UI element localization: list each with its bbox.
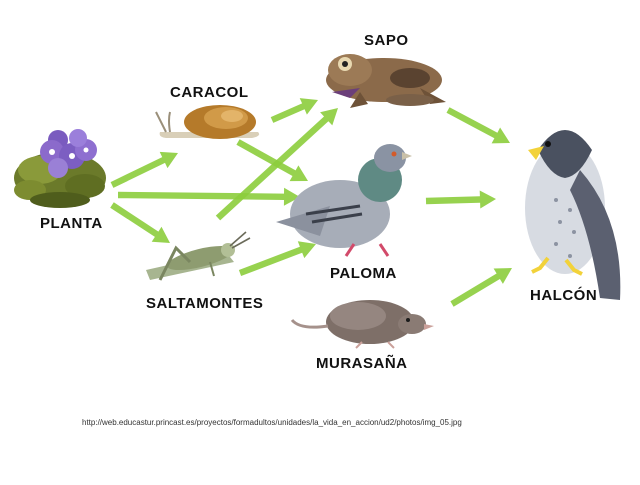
plant-icon: [14, 129, 106, 208]
arrow-caracol-to-paloma: [236, 139, 308, 182]
source-url: http://web.educastur.princast.es/proyect…: [82, 418, 462, 427]
arrow-planta-to-saltamontes: [110, 202, 170, 243]
arrow-sapo-to-halcon: [446, 107, 510, 144]
snail-icon: [155, 105, 260, 139]
arrow-saltamontes-to-paloma: [238, 241, 316, 276]
label-paloma: PALOMA: [330, 265, 397, 282]
label-caracol: CARACOL: [170, 84, 249, 101]
shrew-icon: [290, 300, 434, 349]
label-sapo: SAPO: [364, 32, 409, 49]
arrow-murasana-to-halcon: [450, 268, 512, 307]
falcon-icon: [525, 130, 621, 300]
pigeon-icon: [276, 144, 412, 257]
arrow-saltamontes-to-sapo: [215, 108, 338, 221]
label-planta: PLANTA: [40, 215, 103, 232]
label-halcon: HALCÓN: [530, 287, 598, 304]
label-murasana: MURASAÑA: [316, 355, 408, 372]
arrow-paloma-to-halcon: [425, 190, 496, 209]
grasshopper-icon: [146, 231, 251, 281]
arrow-caracol-to-sapo: [270, 98, 318, 123]
arrow-planta-to-paloma: [118, 187, 300, 206]
toad-icon: [326, 54, 446, 108]
arrows-layer: [110, 98, 512, 307]
label-saltamontes: SALTAMONTES: [146, 295, 264, 312]
arrow-planta-to-caracol: [110, 151, 178, 188]
